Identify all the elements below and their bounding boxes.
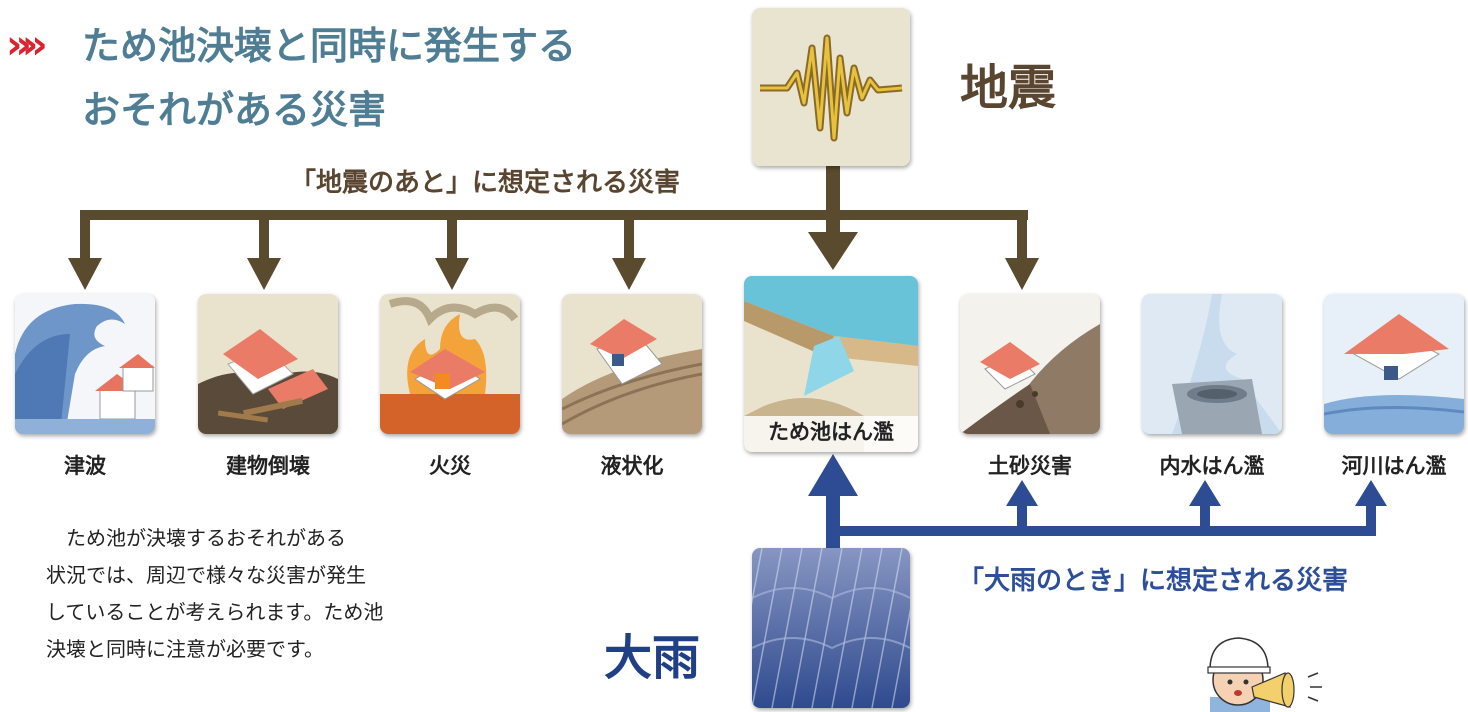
landslide-tile [960,294,1100,434]
earthquake-label: 地震 [960,60,1057,116]
worker-megaphone-icon [1207,637,1322,712]
river-flood-tile [1324,294,1464,434]
explanation-line: ため池が決壊するおそれがある [46,526,346,550]
explanation-line: していることが考えられます。ため池 [46,600,384,624]
river-flood-icon [1324,294,1464,434]
liquefaction-label: 液状化 [600,454,664,478]
inland-flood-tile [1142,294,1282,434]
seismograph-icon [752,8,910,166]
tsunami-tile [15,294,155,434]
fire-label: 火災 [429,454,471,478]
title-line2: おそれがある災害 [82,88,387,132]
tsunami-icon [15,294,155,434]
building-collapse-label: 建物倒壊 [226,454,310,478]
explanation-text: ため池が決壊するおそれがある 状況では、周辺で様々な災害が発生 していることが考… [46,520,516,668]
reservoir-flood-label: ため池はん濫 [768,420,894,444]
inland-flood-icon [1142,294,1282,434]
landslide-icon [960,294,1100,434]
liquefaction-icon [562,294,702,434]
building-collapse-tile [198,294,338,434]
fire-icon [380,294,520,434]
heavy-rain-icon [752,548,910,708]
reservoir-flood-icon [744,276,918,452]
building-collapse-icon [198,294,338,434]
inland-flood-label: 内水はん濫 [1159,454,1265,478]
river-flood-label: 河川はん濫 [1341,454,1447,478]
during-rain-caption: 「大雨のとき」に想定される災害 [958,566,1349,596]
rain-tile [752,548,910,708]
liquefaction-tile [562,294,702,434]
tsunami-label: 津波 [64,454,106,478]
reservoir-flood-tile [744,276,918,452]
after-earthquake-caption: 「地震のあと」に想定される災害 [290,168,681,198]
explanation-line: 決壊と同時に注意が必要です。 [46,637,324,661]
landslide-label: 土砂災害 [988,454,1072,478]
explanation-line: 状況では、周辺で様々な災害が発生 [46,563,366,587]
title-line1: ため池決壊と同時に発生する [82,24,577,68]
rain-label: 大雨 [604,630,701,686]
fire-tile [380,294,520,434]
earthquake-tile [752,8,910,166]
